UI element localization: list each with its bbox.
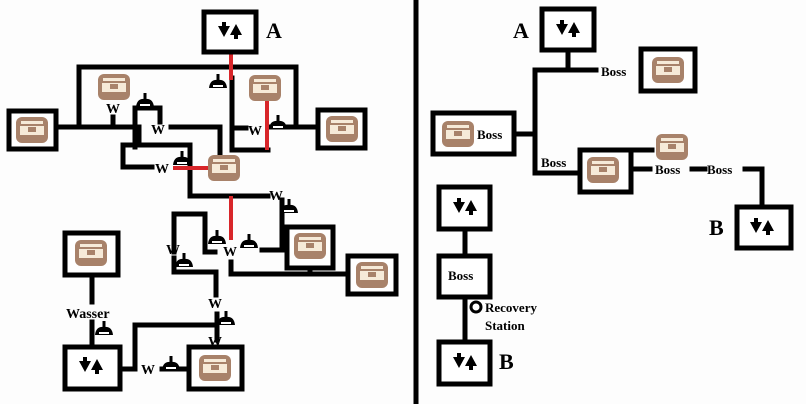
treasure-chest-icon — [208, 155, 240, 181]
lever-bell-icon — [269, 115, 287, 129]
w-marker: W — [248, 124, 262, 139]
boss-room-label: Boss — [448, 268, 473, 283]
treasure-chest-icon — [656, 134, 688, 160]
treasure-chest-icon — [294, 233, 326, 259]
elevator-room-a — [539, 6, 597, 53]
w-marker: W — [208, 335, 222, 350]
treasure-chest-icon — [199, 355, 231, 381]
w-marker: W — [151, 123, 165, 138]
treasure-chest-icon — [326, 116, 358, 142]
wasser-label: Wasser — [66, 307, 110, 322]
right-map: A B Boss B Recovery Station Boss Boss Bo… — [430, 6, 794, 387]
lever-bell-icon — [208, 230, 226, 244]
elevator-room-a — [201, 9, 259, 55]
treasure-chest-icon — [16, 117, 48, 143]
elevator-label-b: B — [499, 349, 514, 374]
recovery-station-icon — [469, 300, 483, 314]
elevator-room-b — [436, 339, 493, 387]
chest-room — [638, 46, 698, 94]
recovery-station-label: Recovery — [485, 300, 537, 315]
elevator-label-a: A — [266, 18, 282, 43]
lever-bell-icon — [209, 74, 227, 88]
chest-room — [186, 344, 245, 392]
treasure-chest-icon — [587, 157, 619, 183]
treasure-chest-icon — [652, 57, 684, 83]
w-marker: W — [269, 189, 283, 204]
lever-bell-icon — [136, 93, 154, 107]
lever-bell-icon — [217, 311, 235, 325]
elevator-label-b: B — [709, 215, 724, 240]
recovery-station-label: Station — [485, 318, 526, 333]
treasure-chest-icon — [249, 75, 281, 101]
lever-bell-icon — [95, 321, 113, 335]
treasure-chest-icon — [75, 240, 107, 266]
lever-bell-icon — [240, 234, 258, 248]
boss-room — [436, 253, 493, 300]
boss-marker: Boss — [601, 64, 626, 79]
boss-marker: Boss — [477, 127, 502, 142]
boss-marker: Boss — [541, 155, 566, 170]
boss-marker: Boss — [707, 162, 732, 177]
treasure-chest-icon — [98, 74, 130, 100]
w-marker: W — [106, 102, 120, 117]
left-map: A W W W W W W W — [6, 9, 399, 392]
lever-bell-icon — [162, 356, 180, 370]
elevator-room-b — [734, 204, 794, 251]
treasure-chest-icon — [442, 121, 474, 147]
boss-marker: Boss — [655, 162, 680, 177]
treasure-chest-icon — [356, 262, 388, 288]
w-marker: W — [141, 363, 155, 378]
w-marker: W — [208, 297, 222, 312]
w-marker: W — [166, 243, 180, 258]
elevator-room — [436, 184, 493, 232]
elevator-label-a: A — [513, 18, 529, 43]
w-marker: W — [155, 162, 169, 177]
w-marker: W — [223, 245, 237, 260]
